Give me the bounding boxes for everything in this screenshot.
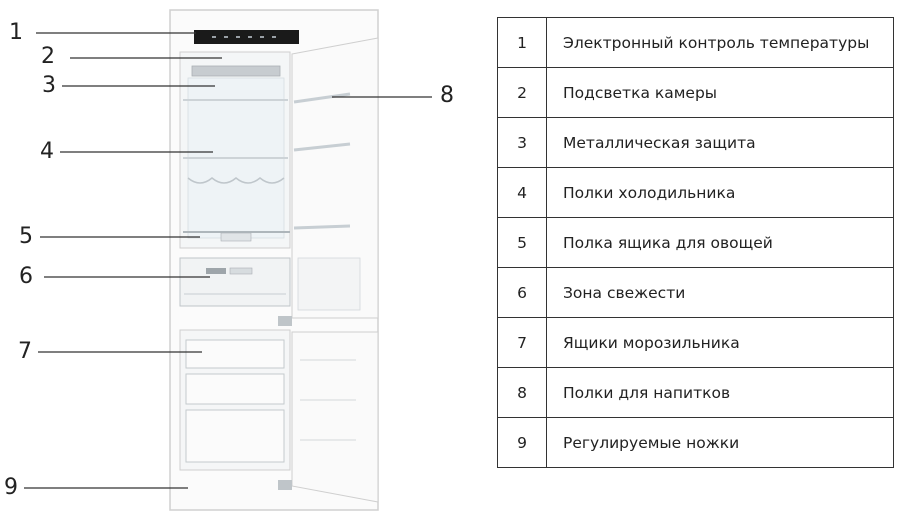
legend-number: 9 (497, 417, 547, 468)
control-panel (194, 30, 299, 44)
freezer-drawer-1 (185, 339, 285, 369)
callout-number: 8 (440, 83, 454, 108)
freshness-zone (179, 257, 291, 307)
freezer-drawer-3 (185, 409, 285, 463)
upper-door (291, 37, 379, 319)
legend-number: 4 (497, 167, 547, 218)
table-row: 7 Ящики морозильника (497, 317, 894, 368)
legend-description: Подсветка камеры (546, 67, 894, 118)
legend-number: 8 (497, 367, 547, 418)
legend-number: 6 (497, 267, 547, 318)
legend-description: Полка ящика для овощей (546, 217, 894, 268)
table-row: 6 Зона свежести (497, 267, 894, 318)
callout-number: 5 (19, 224, 33, 249)
fridge-illustration (24, 9, 432, 511)
legend-description: Зона свежести (546, 267, 894, 318)
legend-table: 1 Электронный контроль температуры 2 Под… (497, 17, 894, 468)
crisper-controls (220, 232, 252, 242)
door-shelf-3 (293, 224, 351, 230)
table-row: 9 Регулируемые ножки (497, 417, 894, 468)
table-row: 3 Металлическая защита (497, 117, 894, 168)
callout-number: 4 (40, 139, 54, 164)
door-shelf-1 (293, 92, 351, 104)
legend-number: 1 (497, 17, 547, 68)
legend-description: Полки холодильника (546, 167, 894, 218)
legend-number: 5 (497, 217, 547, 268)
door-bin (297, 257, 361, 311)
callout-number: 7 (18, 339, 32, 364)
freezer-drawer-2 (185, 373, 285, 405)
table-row: 5 Полка ящика для овощей (497, 217, 894, 268)
callout-number: 2 (41, 44, 55, 69)
callout-number: 6 (19, 264, 33, 289)
fridge-diagram: 1 2 3 4 5 6 7 8 9 (4, 9, 454, 511)
legend-number: 2 (497, 67, 547, 118)
hinge-top (278, 316, 292, 326)
lower-door (291, 331, 379, 503)
table-row: 2 Подсветка камеры (497, 67, 894, 118)
table-row: 4 Полки холодильника (497, 167, 894, 218)
legend-description: Электронный контроль температуры (546, 17, 894, 68)
table-row: 8 Полки для напитков (497, 367, 894, 418)
callout-number: 3 (42, 73, 56, 98)
legend-description: Ящики морозильника (546, 317, 894, 368)
legend-description: Металлическая защита (546, 117, 894, 168)
callout-number: 9 (4, 475, 18, 500)
callout-number: 1 (9, 20, 23, 45)
legend-description: Регулируемые ножки (546, 417, 894, 468)
door-shelf-2 (293, 142, 351, 152)
legend-number: 7 (497, 317, 547, 368)
legend-number: 3 (497, 117, 547, 168)
hinge-bottom (278, 480, 292, 490)
wine-rack (187, 177, 285, 184)
metal-guard (191, 65, 281, 77)
table-row: 1 Электронный контроль температуры (497, 17, 894, 68)
legend-description: Полки для напитков (546, 367, 894, 418)
